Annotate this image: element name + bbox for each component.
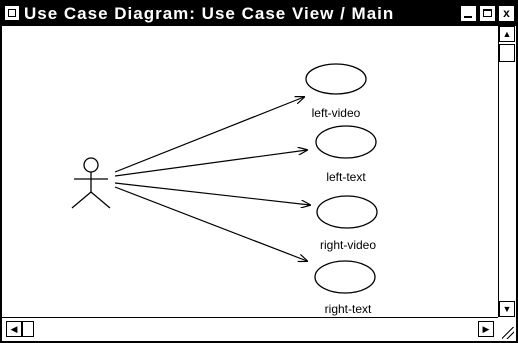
use-case-right-video[interactable]: right-video <box>316 195 378 252</box>
use-case-label: left-text <box>326 170 366 184</box>
actor-head <box>83 157 99 173</box>
arrow-right-icon[interactable]: ▶ <box>478 321 494 337</box>
minimize-button[interactable] <box>460 5 477 22</box>
use-case-left-video[interactable]: left-video <box>305 63 367 120</box>
arrow-down-icon[interactable]: ▼ <box>499 301 515 317</box>
close-button[interactable]: x <box>498 5 515 22</box>
actor-right-leg <box>90 191 111 209</box>
maximize-button[interactable] <box>479 5 496 22</box>
diagram-svg: left-video left-text right-video right-t… <box>71 63 378 316</box>
title-bar[interactable]: Use Case Diagram: Use Case View / Main x <box>2 2 516 26</box>
use-case-label: right-video <box>320 238 376 252</box>
horizontal-scroll-thumb[interactable] <box>22 321 34 337</box>
use-case-ellipse <box>314 260 376 294</box>
resize-grip-icon[interactable] <box>498 317 516 341</box>
use-case-ellipse <box>305 63 367 95</box>
association-right-video[interactable] <box>114 182 310 205</box>
vertical-scroll-thumb[interactable] <box>499 44 515 62</box>
use-case-left-text[interactable]: left-text <box>315 125 377 184</box>
vertical-scrollbar[interactable]: ▲ ▼ <box>498 26 516 317</box>
association-right-text[interactable] <box>114 186 307 261</box>
horizontal-scrollbar[interactable]: ◀ ▶ <box>2 317 498 341</box>
arrow-left-icon[interactable]: ◀ <box>6 321 22 337</box>
association-left-video[interactable] <box>114 97 304 173</box>
window-title: Use Case Diagram: Use Case View / Main <box>24 4 395 23</box>
use-case-ellipse <box>315 125 377 159</box>
diagram-canvas[interactable]: left-video left-text right-video right-t… <box>2 26 498 317</box>
actor[interactable] <box>71 157 111 209</box>
app-icon[interactable] <box>5 6 19 20</box>
use-case-ellipse <box>316 195 378 229</box>
use-case-label: right-text <box>325 302 372 316</box>
use-case-right-text[interactable]: right-text <box>314 260 376 316</box>
arrow-up-icon[interactable]: ▲ <box>499 26 515 42</box>
actor-left-leg <box>71 191 92 209</box>
use-case-label: left-video <box>312 106 361 120</box>
association-left-text[interactable] <box>114 150 307 177</box>
